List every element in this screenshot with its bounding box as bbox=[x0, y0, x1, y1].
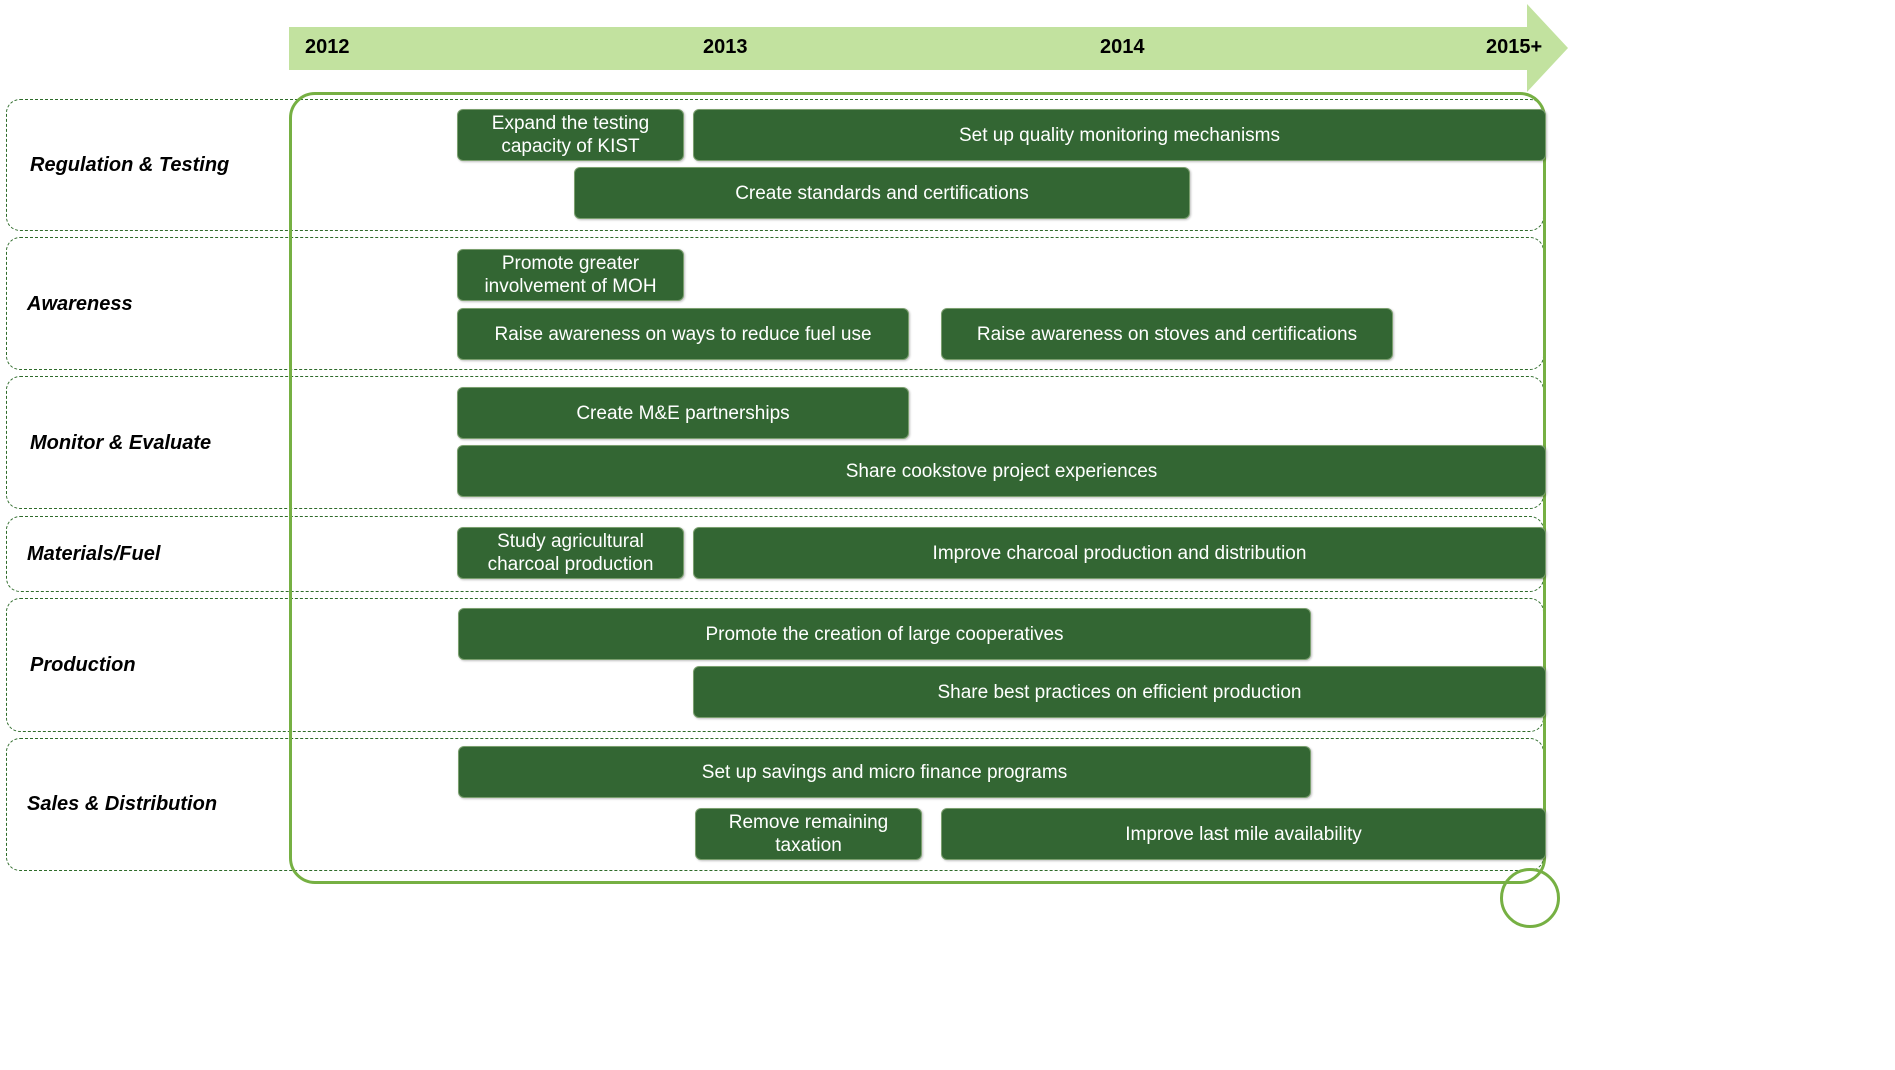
bar-last-mile: Improve last mile availability bbox=[941, 808, 1546, 860]
row-label-monitor-evaluate: Monitor & Evaluate bbox=[30, 432, 212, 454]
bar-savings-microfinance: Set up savings and micro finance program… bbox=[458, 746, 1311, 798]
corner-decoration bbox=[1500, 868, 1560, 928]
year-label-2013: 2013 bbox=[703, 36, 748, 58]
year-label-2015-plus: 2015+ bbox=[1486, 36, 1543, 58]
bar-share-experiences: Share cookstove project experiences bbox=[457, 445, 1546, 497]
bar-study-charcoal: Study agricultural charcoal production bbox=[457, 527, 684, 579]
bar-standards-certifications: Create standards and certifications bbox=[574, 167, 1190, 219]
row-label-production: Production bbox=[30, 654, 136, 676]
year-label-2014: 2014 bbox=[1100, 36, 1145, 58]
bar-quality-monitoring: Set up quality monitoring mechanisms bbox=[693, 109, 1546, 161]
bar-stoves-certifications: Raise awareness on stoves and certificat… bbox=[941, 308, 1393, 360]
timeline-arrow bbox=[289, 4, 1568, 92]
bar-me-partnerships: Create M&E partnerships bbox=[457, 387, 909, 439]
bar-expand-testing-capacity: Expand the testing capacity of KIST bbox=[457, 109, 684, 161]
row-label-regulation-testing: Regulation & Testing bbox=[30, 154, 230, 176]
row-label-sales-distribution: Sales & Distribution bbox=[27, 793, 218, 815]
bar-reduce-fuel-use: Raise awareness on ways to reduce fuel u… bbox=[457, 308, 909, 360]
row-label-awareness: Awareness bbox=[27, 293, 133, 315]
bar-remove-taxation: Remove remaining taxation bbox=[695, 808, 922, 860]
row-label-materials-fuel: Materials/Fuel bbox=[27, 543, 161, 565]
year-label-2012: 2012 bbox=[305, 36, 350, 58]
bar-large-cooperatives: Promote the creation of large cooperativ… bbox=[458, 608, 1311, 660]
bar-improve-charcoal: Improve charcoal production and distribu… bbox=[693, 527, 1546, 579]
bar-best-practices: Share best practices on efficient produc… bbox=[693, 666, 1546, 718]
bar-promote-moh: Promote greater involvement of MOH bbox=[457, 249, 684, 301]
